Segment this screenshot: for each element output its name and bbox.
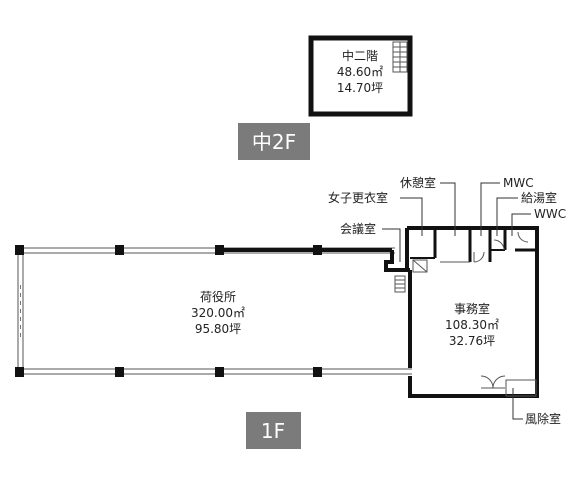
warehouse-area-sqm: 320.00㎡: [191, 306, 245, 320]
mezzanine-area-tsubo: 14.70坪: [337, 81, 383, 95]
callout-meeting-room: 会議室: [340, 221, 376, 236]
warehouse-pillars: [15, 245, 322, 377]
office-area-sqm: 108.30㎡: [445, 318, 499, 332]
callout-mwc: MWC: [503, 176, 534, 190]
warehouse-name: 荷役所: [200, 289, 236, 304]
mezzanine-name: 中二階: [342, 48, 378, 63]
meeting-room-area: [384, 250, 428, 273]
mezzanine-plan: 中二階 48.60㎡ 14.70坪: [308, 35, 413, 117]
mezzanine-floor-badge-label: 中2F: [252, 130, 296, 154]
mezzanine-area-sqm: 48.60㎡: [337, 65, 383, 79]
callout-windbreak: 風除室: [525, 411, 561, 426]
callout-rest-room: 休憩室: [400, 175, 436, 190]
callout-wwc: WWC: [534, 207, 566, 221]
callout-kitchenette: 給湯室: [521, 190, 557, 205]
ground-floor-stairs: [394, 275, 406, 293]
warehouse-area-tsubo: 95.80坪: [195, 322, 241, 336]
mezzanine-stairs: [392, 41, 408, 73]
ground-floor-badge-label: 1F: [261, 419, 285, 443]
office-walls: [405, 226, 539, 398]
mezzanine-floor-badge: 中2F: [238, 123, 310, 160]
callouts: 休憩室 女子更衣室 会議室 MWC 給湯室 WWC 風除室: [328, 175, 566, 426]
callout-womens-locker: 女子更衣室: [328, 190, 388, 205]
door-swings: [473, 231, 529, 389]
ground-floor-badge: 1F: [246, 412, 301, 449]
office-name: 事務室: [454, 301, 490, 316]
windbreak-room-outline: [505, 379, 537, 397]
office-area-tsubo: 32.76坪: [449, 334, 495, 348]
mezzanine-outline: [308, 35, 413, 117]
ground-floor-plan: 荷役所 320.00㎡ 95.80坪 事務室 108.30㎡ 32.76坪: [15, 226, 539, 398]
